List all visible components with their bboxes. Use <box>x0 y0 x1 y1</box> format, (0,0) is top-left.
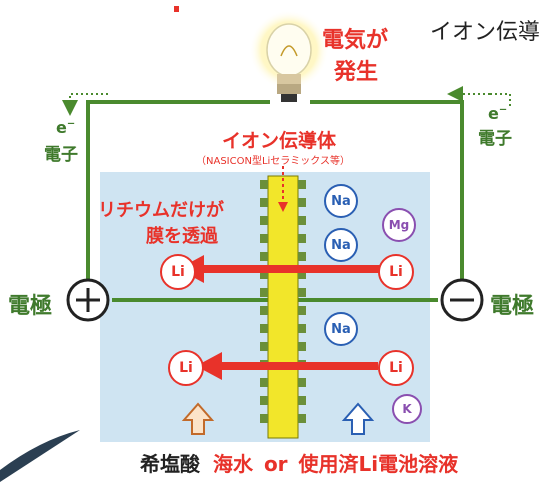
li-ion-right-upper: Li <box>378 254 414 290</box>
right-solution-label-2: 使用済Li電池溶液 <box>298 452 459 476</box>
li-ion-right-lower: Li <box>378 350 414 386</box>
electron-sign: − <box>498 104 508 116</box>
connector-label: or <box>263 452 288 476</box>
electron-right-label: 電子 <box>478 129 512 149</box>
corner-decoration <box>0 430 80 482</box>
na-ion-2: Na <box>324 228 358 262</box>
li-ion-left-upper: Li <box>160 254 196 290</box>
li-ion-left-lower: Li <box>168 350 204 386</box>
na-ion-label: Na <box>331 321 351 337</box>
na-ion-3: Na <box>324 312 358 346</box>
left-solution-label: 希塩酸 <box>140 452 200 476</box>
lithium-transfer-arrow-lower <box>196 352 378 380</box>
right-solution-label-1: 海水 <box>212 452 253 476</box>
membrane-subtitle: （NASICON型Liセラミックス等） <box>196 156 351 167</box>
page-title: イオン伝導 <box>430 20 541 45</box>
negative-electrode <box>440 278 484 322</box>
red-marker <box>174 6 179 12</box>
li-ion-label: Li <box>171 264 185 280</box>
positive-electrode <box>66 278 110 322</box>
li-ion-label: Li <box>389 264 403 280</box>
bulb-label-line1: 電気が <box>322 28 389 53</box>
electrode-left-label: 電極 <box>8 294 53 319</box>
circuit-wire <box>86 100 464 302</box>
bottom-caption: 希塩酸 海水 or 使用済Li電池溶液 <box>140 448 458 477</box>
membrane-title: イオン伝導体 <box>222 130 337 152</box>
li-ion-label: Li <box>389 360 403 376</box>
k-ion-label: K <box>402 402 412 416</box>
electron-flow-right-arrow <box>447 86 511 108</box>
electron-left-label: 電子 <box>44 145 78 165</box>
na-ion-label: Na <box>331 237 351 253</box>
na-ion-label: Na <box>331 193 351 209</box>
na-ion-1: Na <box>324 184 358 218</box>
electron-symbol: e <box>488 104 499 123</box>
k-ion: K <box>392 394 422 424</box>
annotation-line2: 膜を透過 <box>146 226 218 247</box>
inflow-arrow-right <box>341 402 375 435</box>
bulb-label-line2: 発生 <box>334 60 379 85</box>
electrode-right-label: 電極 <box>490 294 535 319</box>
light-bulb-icon <box>249 10 329 102</box>
mg-ion-label: Mg <box>388 218 410 232</box>
annotation-line1: リチウムだけが <box>98 200 224 221</box>
electron-right-symbol: e− <box>488 104 507 123</box>
electron-symbol: e <box>56 118 67 137</box>
li-ion-label: Li <box>179 360 193 376</box>
electron-left-symbol: e− <box>56 118 75 137</box>
mg-ion: Mg <box>382 208 416 242</box>
inflow-arrow-left <box>181 402 215 435</box>
electron-sign: − <box>66 118 76 130</box>
